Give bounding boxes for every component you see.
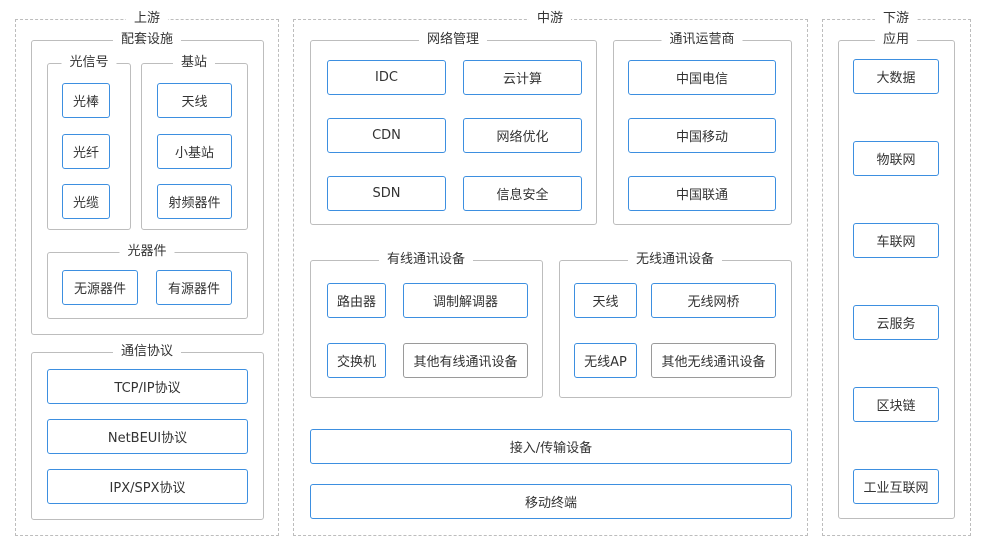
facilities-title: 配套设施 bbox=[112, 32, 182, 48]
apps-title: 应用 bbox=[874, 32, 918, 48]
iot-box: 物联网 bbox=[853, 141, 939, 176]
upstream-title: 上游 bbox=[125, 11, 169, 27]
china-unicom-box: 中国联通 bbox=[628, 176, 776, 211]
downstream-title: 下游 bbox=[874, 11, 918, 27]
active-device-box: 有源器件 bbox=[156, 270, 232, 305]
optical-devices-title: 光器件 bbox=[119, 244, 175, 260]
antenna-box: 天线 bbox=[157, 83, 232, 118]
blockchain-box: 区块链 bbox=[853, 387, 939, 422]
rf-component-box: 射频器件 bbox=[157, 184, 232, 219]
wireless-ap-box: 无线AP bbox=[574, 343, 637, 378]
iov-box: 车联网 bbox=[853, 223, 939, 258]
cdn-box: CDN bbox=[327, 118, 446, 153]
tcp-ip-box: TCP/IP协议 bbox=[47, 369, 248, 404]
apps-group bbox=[838, 40, 955, 519]
access-transmission-box: 接入/传输设备 bbox=[310, 429, 792, 464]
cloud-computing-box: 云计算 bbox=[463, 60, 582, 95]
mobile-terminal-box: 移动终端 bbox=[310, 484, 792, 519]
network-optimization-box: 网络优化 bbox=[463, 118, 582, 153]
industrial-internet-box: 工业互联网 bbox=[853, 469, 939, 504]
ipx-spx-box: IPX/SPX协议 bbox=[47, 469, 248, 504]
protocols-title: 通信协议 bbox=[112, 344, 182, 360]
operators-title: 通讯运营商 bbox=[661, 32, 743, 48]
info-security-box: 信息安全 bbox=[463, 176, 582, 211]
optical-rod-box: 光棒 bbox=[62, 83, 110, 118]
passive-device-box: 无源器件 bbox=[62, 270, 138, 305]
optical-cable-box: 光缆 bbox=[62, 184, 110, 219]
optical-fiber-box: 光纤 bbox=[62, 134, 110, 169]
router-box: 路由器 bbox=[327, 283, 386, 318]
small-cell-box: 小基站 bbox=[157, 134, 232, 169]
idc-box: IDC bbox=[327, 60, 446, 95]
wireless-title: 无线通讯设备 bbox=[627, 252, 723, 268]
network-mgmt-title: 网络管理 bbox=[418, 32, 488, 48]
optical-signal-title: 光信号 bbox=[61, 55, 117, 71]
big-data-box: 大数据 bbox=[853, 59, 939, 94]
wired-title: 有线通讯设备 bbox=[378, 252, 474, 268]
midstream-title: 中游 bbox=[528, 11, 572, 27]
netbeui-box: NetBEUI协议 bbox=[47, 419, 248, 454]
wireless-bridge-box: 无线网桥 bbox=[651, 283, 776, 318]
china-telecom-box: 中国电信 bbox=[628, 60, 776, 95]
other-wired-box: 其他有线通讯设备 bbox=[403, 343, 528, 378]
base-station-title: 基站 bbox=[172, 55, 216, 71]
wireless-antenna-box: 天线 bbox=[574, 283, 637, 318]
modem-box: 调制解调器 bbox=[403, 283, 528, 318]
other-wireless-box: 其他无线通讯设备 bbox=[651, 343, 776, 378]
china-mobile-box: 中国移动 bbox=[628, 118, 776, 153]
cloud-service-box: 云服务 bbox=[853, 305, 939, 340]
sdn-box: SDN bbox=[327, 176, 446, 211]
switch-box: 交换机 bbox=[327, 343, 386, 378]
